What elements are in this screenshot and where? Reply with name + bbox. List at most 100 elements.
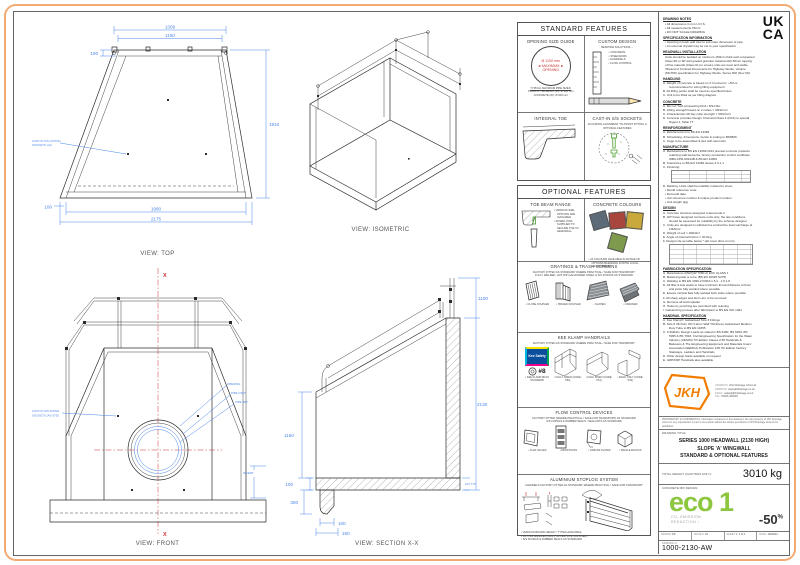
max-opening-word2: OPENING	[542, 68, 560, 73]
concrete-colours-bullet: • 24 COLOURS AVAILABLE IN RANGE OF OPTIO…	[588, 258, 641, 268]
optional-features-title: OPTIONAL FEATURES	[518, 186, 650, 199]
stoplog-bullet: • S/S FIXINGS & RUBBER SEALS AS STANDARD	[521, 538, 582, 542]
note-line: • Mould reference code	[665, 188, 697, 193]
dim-label: 100	[90, 51, 98, 56]
custom-design-title: CUSTOM DESIGN	[598, 39, 637, 44]
issue-cell: ISSUE #: 01	[692, 532, 725, 540]
toe-beam-bullets: • VARIOUS SIZE OPTIONS ARE AVAILABLE• DO…	[553, 209, 581, 249]
headwall-plan-outline	[60, 50, 252, 198]
note-line: F. All sharp edges and burrs are to be r…	[663, 295, 727, 300]
toe-beam-diagram	[521, 209, 551, 249]
drawing-meta-row: DRAWN: PK ISSUE #: 01 SHEET #: 1 of 1 DA…	[659, 531, 789, 540]
flow-device-label: • FLAP VALVES	[528, 448, 547, 452]
address-label: ADDRESS:	[715, 384, 729, 388]
toe-beam-title: TOE BEAM RANGE	[530, 202, 571, 207]
toe-beam-bullet: • VARIOUS SIZE OPTIONS ARE AVAILABLE	[554, 209, 576, 219]
note-line: C. Cage to be assembled & tied with stee…	[663, 138, 726, 143]
drawing-title-line2: SLOPE 'A' WINGWALL	[697, 445, 751, 452]
notes-area: UK CA DRAWING NOTES• All dimensions in m…	[659, 12, 789, 367]
company-logo-row: JKH ADDRESS: JKH Drainage Units Ltd WEBS…	[659, 366, 789, 416]
note-line: C. Units are designed to withstand a ver…	[663, 222, 753, 231]
integral-toe-diagram	[521, 123, 577, 165]
note-line: D. Marking: Units shall be indelibly mar…	[663, 184, 733, 189]
handrail-label: • BACK ONLY (CODE: K52)	[617, 376, 644, 383]
note-line: B. JKH have designed concrete units only…	[663, 214, 747, 223]
dim-label: 1980	[151, 207, 162, 212]
note-line: B. Scheduling, dimensions, bends & cutti…	[663, 134, 737, 139]
title-block-column: UK CA DRAWING NOTES• All dimensions in m…	[658, 12, 789, 554]
ukca-mark: UK CA	[763, 14, 784, 41]
note-line: C. Unit to be lifted as per lifting diag…	[663, 93, 717, 98]
dim-label: 2130	[477, 402, 488, 407]
pipe-id-label: PIPE (ID)*	[235, 400, 249, 404]
note-line: B. All lifting points shall be used as s…	[663, 89, 732, 94]
eco-logo-text: eco	[669, 487, 714, 517]
note-line: • Opening in back wall cast to suit oute…	[665, 40, 743, 45]
colour-swatch	[608, 211, 627, 230]
note-line: A. Manufacture to BS EN 13369:2013 preca…	[663, 149, 750, 162]
note-line: B. Material grade is to be (BS EN 10025 …	[663, 275, 727, 280]
handrail-half-risen-icon	[584, 346, 610, 376]
dim-label: 100	[285, 482, 293, 487]
concrete-colours-cell: CONCRETE COLOURS • 24 COLOURS AVAILABLE …	[583, 199, 651, 268]
date-cell: DATE: 12/02/24	[759, 533, 778, 536]
note-line: C. Characteristic 28 day cube strength =…	[663, 111, 731, 116]
gratings-title: GRATINGS & TRASH SCREENS	[550, 264, 618, 269]
drawing-number-label: DRAWING #:	[662, 542, 678, 545]
hinged-coupled-grating-icon	[553, 279, 573, 303]
max-opening-diagram: Ø 1100 mm ◄ MAXIMUM ► OPENING	[530, 46, 571, 86]
flow-device-label: • ORIFICE PLATES	[588, 448, 611, 452]
note-line: E. Angle of internal friction = 30 Deg.	[663, 234, 713, 239]
note-line	[671, 170, 751, 184]
stoplog-section: ALUMINIUM STOPLOG SYSTEM CHANNELS FACTOR…	[518, 475, 650, 543]
view-isometric-drawing	[288, 18, 473, 226]
website-label: WEBSITE:	[715, 387, 728, 391]
note-line: D. Other design loads available on reque…	[663, 354, 721, 359]
handrail-label: • HALF RISEN (CODE: K51)	[585, 376, 613, 383]
note-line: B. Tolerances to BS EN 13369 clause 4.3.…	[663, 161, 724, 166]
lifting-socket-label: SOCKETS (x3)	[32, 143, 52, 147]
note-line: • All dimensions in mm U.O.S.	[665, 21, 706, 26]
note-line: A. Reinforcement to BS EN 13369	[663, 130, 710, 135]
custom-design-bullet: • FLOW CONTROL	[608, 61, 632, 65]
dim-label: 150	[342, 531, 350, 536]
stoplog-note1: CHANNELS FACTORY FITTED AS STANDARD 'WHE…	[525, 484, 643, 487]
email-label: EMAIL:	[715, 391, 724, 395]
kee-klamp-title: KEE KLAMP HANDRAILS	[557, 335, 611, 340]
dim-label: 1100	[478, 296, 488, 301]
note-line: A. Concrete structure designed to Euroco…	[663, 210, 725, 215]
note-line: • DO NOT SCALE DRAWING	[665, 29, 706, 34]
eco-logo-block: eco 1 CO₂ EMISSION REDUCTION ↑ -50%	[659, 487, 789, 531]
custom-design-bullet: • HANDRAILS	[608, 58, 626, 62]
integral-toe-cell: INTEGRAL TOE	[518, 113, 584, 180]
flow-device-label: • PENSTOCKS	[559, 448, 578, 452]
pencil-icon	[588, 95, 644, 107]
eco-logo: eco 1	[669, 487, 734, 518]
max-opening-word: ◄ MAXIMUM ►	[537, 63, 564, 68]
dim-label: 1150	[165, 33, 175, 38]
gratings-section: GRATINGS & TRASH SCREENS FACTORY FITTED …	[518, 262, 650, 333]
note-line: HANDLING	[663, 76, 681, 81]
flow-device-label: • BAFFLE BLOCKS	[619, 448, 642, 452]
note-line: C. 0.36kN/m Design Loads as stated in BS…	[663, 330, 753, 355]
flow-control-note1: FACTORY FITTED (WHERE PRACTICAL / SAFE F…	[532, 417, 636, 420]
stoplog-channel-diagrams	[520, 492, 572, 527]
gratings-note1: FACTORY FITTED AS STANDARD 'WHERE PRACTI…	[532, 271, 636, 274]
note-line: A. Mix ref: Self-compacting DC4 / DS4 Mi…	[663, 103, 721, 108]
drawing-title-label: DRAWING TITLE:	[659, 429, 789, 436]
tel-value: 01945 420236	[721, 395, 738, 399]
section-marker-bottom: X	[163, 532, 167, 538]
drawing-number-value: 1000-2130-AW	[662, 545, 713, 552]
note-line: B. Lifting strength based on 2 cubes = 2…	[663, 107, 728, 112]
fixing-sockets-label: SOCKETS (AS STD)	[32, 414, 59, 418]
cast-in-socket-diagram	[588, 130, 646, 166]
dim-label: 100	[338, 521, 346, 526]
stoplog-title: ALUMINIUM STOPLOG SYSTEM	[549, 477, 618, 482]
standard-features-title: STANDARD FEATURES	[518, 23, 650, 36]
note-line: D. All fillet & butt welds to have minim…	[663, 283, 752, 292]
note-line: • All measurements ±5mm	[665, 25, 701, 30]
custom-design-cell: CUSTOM DESIGN BESPOKE SOLUTIONS ... • CO…	[583, 36, 651, 113]
lifting-socket-label: CAST IN S/S LIFTING	[32, 139, 61, 143]
base-slab-section	[316, 478, 460, 490]
opening-size-guide-cell: OPENING SIZE GUIDE Ø 1100 mm ◄ MAXIMUM ►…	[518, 36, 584, 112]
